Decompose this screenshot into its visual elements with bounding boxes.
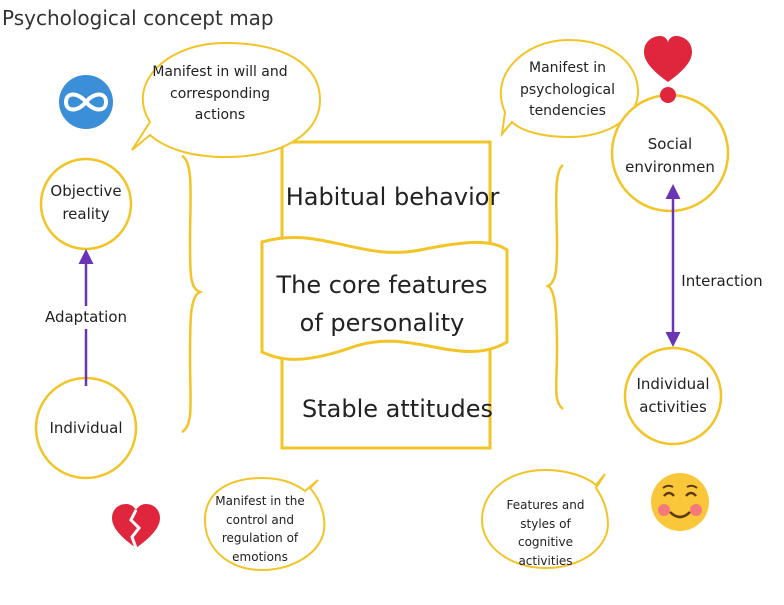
tendency-line2: psychological (520, 81, 615, 98)
emotion-line1: Manifest in the (215, 494, 305, 508)
social-environment-text: Social environmen (612, 133, 728, 180)
individual-text: Individual (36, 417, 136, 440)
adaptation-text: Adaptation (44, 308, 128, 326)
emotion-line2: control and (226, 512, 294, 527)
habitual-behavior-text: Habitual behavior (285, 183, 500, 211)
right-brace (545, 163, 564, 411)
cognitive-line4: activities (518, 553, 573, 568)
will-line1: Manifest in will and (152, 64, 288, 80)
cognitive-bubble-text: Features and styles of cognitive activit… (488, 496, 603, 570)
will-bubble (131, 41, 322, 159)
smiling-face-icon (651, 473, 709, 531)
core-features-line1: The core features (276, 271, 488, 299)
core-banner (260, 235, 509, 361)
infinity-icon (59, 75, 113, 129)
left-brace (181, 154, 204, 434)
cognitive-line3: cognitive (517, 535, 574, 550)
broken-heart-icon (112, 504, 160, 549)
stable-attitudes-text: Stable attitudes (302, 395, 493, 423)
cognitive-bubble (480, 468, 609, 570)
interaction-text: Interaction (681, 272, 763, 290)
adaptation-label: Adaptation (40, 306, 132, 330)
will-bubble-text: Manifest in will and corresponding actio… (145, 62, 295, 127)
core-features-line2: of personality (299, 309, 465, 338)
emotion-line3: regulation of (221, 531, 299, 546)
social-line1: Social (647, 135, 693, 153)
tendency-line1: Manifest in (529, 60, 606, 76)
individual-activities-text: Individual activities (625, 373, 721, 420)
heart-exclamation-icon (644, 36, 692, 103)
habitual-behavior-label: Habitual behavior (285, 178, 500, 216)
page-title: Psychological concept map (2, 6, 274, 30)
emotion-bubble (203, 476, 326, 572)
objective-reality-text: Objective reality (44, 180, 128, 227)
cognitive-line2: styles of (520, 516, 571, 531)
interaction-label: Interaction (676, 270, 768, 293)
tendency-bubble (499, 38, 640, 139)
social-line2: environmen (625, 158, 715, 177)
stable-attitudes-label: Stable attitudes (300, 390, 495, 428)
individual-activities-node (623, 346, 723, 446)
activities-line2: activities (639, 398, 707, 417)
will-line2: corresponding (170, 85, 270, 102)
tendency-line3: tendencies (529, 103, 606, 120)
objective-line1: Objective (50, 182, 122, 200)
individual-label: Individual (49, 419, 123, 437)
tendency-bubble-text: Manifest in psychological tendencies (500, 58, 635, 123)
activities-line1: Individual (636, 375, 710, 393)
emotion-line4: emotions (232, 549, 288, 564)
objective-line2: reality (62, 205, 110, 224)
will-line3: actions (194, 107, 246, 124)
cognitive-line1: Features and (506, 498, 585, 512)
core-features-label: The core features of personality (262, 266, 502, 343)
emotion-bubble-text: Manifest in the control and regulation o… (205, 492, 315, 566)
